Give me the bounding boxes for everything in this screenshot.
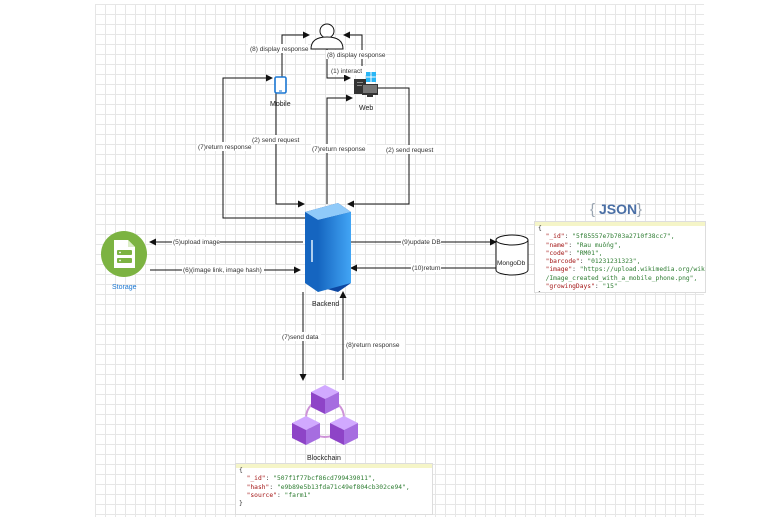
- json-close-brace: }: [239, 500, 243, 508]
- label-display-response-right: (8) display response: [327, 52, 386, 59]
- mongodb-json-record: { "_id": "5f85557e7b703a2710f38cc7", "na…: [534, 221, 706, 293]
- edge-display-response-right: [343, 31, 363, 72]
- json-value: "farm1": [284, 491, 312, 499]
- label-send-data: (7)send data: [282, 334, 319, 341]
- json-value: "15": [602, 283, 618, 291]
- label-display-response-left: (8) display response: [250, 46, 309, 53]
- desktop-computer-icon: [354, 79, 378, 97]
- json-line: "_id": "5f85557e7b703a2710f38cc7",: [545, 233, 675, 241]
- web-label: Web: [359, 105, 373, 112]
- label-return-response-mobile: (7)return response: [198, 144, 252, 151]
- edge-return-response-web: [326, 94, 353, 204]
- edge-send-request-mobile: [275, 93, 305, 208]
- backend-label: Backend: [312, 301, 339, 308]
- json-badge: { JSON }: [590, 201, 642, 218]
- json-key: "name": [545, 241, 569, 249]
- windows-logo-icon: [366, 72, 376, 82]
- json-value: "5f85557e7b703a2710f38cc7",: [572, 233, 675, 241]
- json-value: "e9b89e5b13fda71c49ef804cb302ce94",: [276, 483, 410, 491]
- server-icon: [305, 203, 351, 292]
- mobile-phone-icon: [274, 76, 287, 94]
- label-update-db: (9)update DB: [402, 239, 441, 246]
- json-line: "_id": "507f1f77bcf86cd799439011",: [246, 475, 376, 483]
- json-value: "507f1f77bcf86cd799439011",: [273, 475, 376, 483]
- storage-icon: [101, 231, 147, 277]
- blockchain-icon: [292, 385, 358, 445]
- json-key: "growingDays": [545, 283, 595, 291]
- json-key: "_id": [246, 475, 266, 483]
- json-key: "code": [545, 249, 569, 257]
- json-brace-close: }: [637, 201, 642, 218]
- json-line: "code": "RM01",: [545, 249, 603, 257]
- label-return-response-web: (7)return response: [312, 146, 366, 153]
- json-key: "_id": [545, 233, 565, 241]
- json-badge-text: JSON: [599, 201, 637, 217]
- label-return-db: (10)return: [412, 265, 441, 272]
- json-value: "Rau muống",: [575, 241, 622, 249]
- blockchain-label: Blockchain: [307, 455, 341, 462]
- json-value: "01231231323",: [587, 258, 641, 266]
- label-interact: (1) interact: [331, 68, 362, 75]
- json-value: "https://upload.wikimedia.org/wik: [579, 266, 705, 274]
- label-return-response-chain: (8)return response: [346, 342, 400, 349]
- json-close-brace: }: [538, 291, 542, 292]
- json-key: "image": [545, 266, 573, 274]
- label-send-request-mobile: (2) send request: [252, 137, 300, 144]
- json-line: "image": "https://upload.wikimedia.org/w…: [545, 266, 705, 274]
- json-line: "source": "farm1": [246, 491, 312, 499]
- json-value: /Image_created_with_a_mobile_phone.png",: [545, 274, 698, 282]
- json-line: "hash": "e9b89e5b13fda71c49ef804cb302ce9…: [246, 483, 410, 491]
- json-line: "name": "Rau muống",: [545, 241, 622, 249]
- user-icon: [310, 23, 344, 50]
- json-line: /Image_created_with_a_mobile_phone.png",: [538, 275, 705, 283]
- json-key: "source": [246, 491, 277, 499]
- blockchain-json-record: { "_id": "507f1f77bcf86cd799439011", "ha…: [235, 463, 433, 515]
- json-open-brace: {: [538, 225, 542, 232]
- mobile-label: Mobile: [270, 101, 291, 108]
- json-key: "hash": [246, 483, 270, 491]
- label-send-request-web: (2) send request: [386, 147, 434, 154]
- json-brace-open: {: [590, 201, 595, 218]
- database-cylinder-icon: [495, 234, 529, 276]
- edge-display-response-left: [281, 31, 310, 77]
- json-value: "RM01",: [575, 249, 603, 257]
- label-image-link-hash: (6)(image link, image hash): [183, 267, 262, 274]
- json-key: "barcode": [545, 258, 580, 266]
- json-line: "growingDays": "15": [545, 283, 618, 291]
- storage-label: Storage: [112, 284, 137, 291]
- label-upload-image: (5)upload image: [173, 239, 220, 246]
- json-open-brace: {: [239, 467, 243, 474]
- json-line: "barcode": "01231231323",: [545, 258, 641, 266]
- mongodb-label: MongoDb: [497, 260, 526, 267]
